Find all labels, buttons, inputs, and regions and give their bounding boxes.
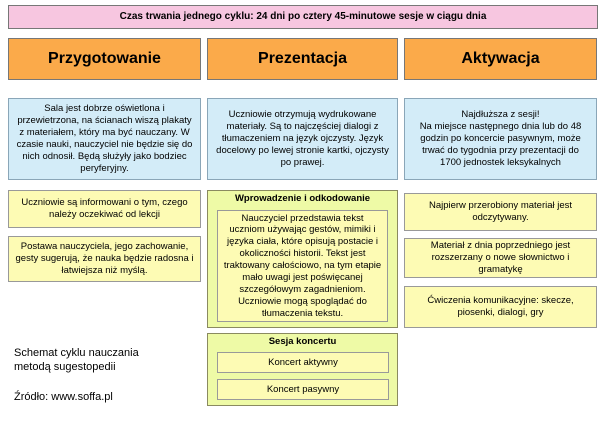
- intro-section-title: Wprowadzenie i odkodowanie: [234, 193, 371, 204]
- intro-section-text: Nauczyciel przedstawia tekst uczniom uży…: [217, 210, 388, 322]
- aktywacja-step-3: Ćwiczenia komunikacyjne: skecze, piosenk…: [404, 286, 597, 328]
- header-przygotowanie: Przygotowanie: [8, 38, 201, 80]
- przygotowanie-step-2: Postawa nauczyciela, jego zachowanie, ge…: [8, 236, 201, 282]
- prezentacja-description: Uczniowie otrzymują wydrukowane materiał…: [207, 98, 398, 180]
- aktywacja-step-1: Najpierw przerobiony materiał jest odczy…: [404, 193, 597, 231]
- caption-source: Źródło: www.soffa.pl: [14, 391, 113, 403]
- diagram-caption: Schemat cyklu nauczania metodą sugestope…: [14, 346, 139, 375]
- concert-section-title: Sesja koncertu: [268, 336, 337, 347]
- cycle-duration-banner: Czas trwania jednego cyklu: 24 dni po cz…: [8, 5, 598, 29]
- header-aktywacja: Aktywacja: [404, 38, 597, 80]
- caption-line-1: Schemat cyklu nauczania: [14, 347, 139, 359]
- intro-section: Wprowadzenie i odkodowanie Nauczyciel pr…: [207, 190, 398, 328]
- aktywacja-description: Najdłuższa z sesji! Na miejsce następneg…: [404, 98, 597, 180]
- caption-line-2: metodą sugestopedii: [14, 361, 116, 374]
- concert-item-passive: Koncert pasywny: [217, 379, 389, 400]
- concert-item-active: Koncert aktywny: [217, 352, 389, 373]
- concert-section: Sesja koncertu Koncert aktywny Koncert p…: [207, 333, 398, 406]
- przygotowanie-step-1: Uczniowie są informowani o tym, czego na…: [8, 190, 201, 228]
- header-prezentacja: Prezentacja: [207, 38, 398, 80]
- przygotowanie-description: Sala jest dobrze oświetlona i przewietrz…: [8, 98, 201, 180]
- aktywacja-step-2: Materiał z dnia poprzedniego jest rozsze…: [404, 238, 597, 278]
